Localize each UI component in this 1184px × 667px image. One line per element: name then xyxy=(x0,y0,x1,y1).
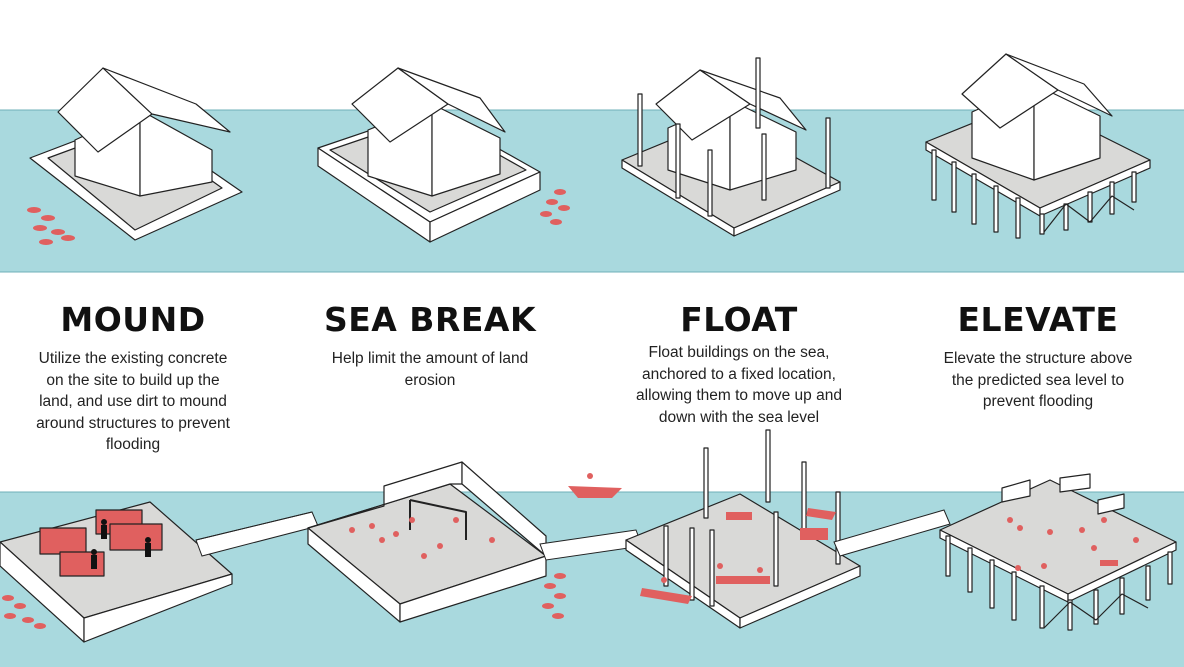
strategy-float: FLOAT Float buildings on the sea, anchor… xyxy=(609,300,869,428)
strategy-title: FLOAT xyxy=(680,300,798,339)
sea-break-house xyxy=(317,67,541,243)
strategy-title: ELEVATE xyxy=(957,300,1119,339)
mound-platform xyxy=(0,501,233,643)
fish-school-left xyxy=(27,207,75,245)
strategy-description: Elevate the structure above the predicte… xyxy=(943,350,1133,410)
strategy-title: MOUND xyxy=(60,300,206,339)
rowboat xyxy=(568,473,622,498)
fish-school-right xyxy=(540,189,570,225)
sea-break-platform xyxy=(307,461,547,623)
strategy-mound: MOUND Utilize the existing concrete on t… xyxy=(3,300,263,456)
elevate-house xyxy=(925,53,1151,239)
strategy-title: SEA BREAK xyxy=(323,300,537,339)
mound-house xyxy=(29,67,243,241)
mound-people xyxy=(91,519,151,569)
float-activities xyxy=(640,508,836,604)
strategy-description: Help limit the amount of land erosion xyxy=(331,350,529,389)
strategy-sea-break: SEA BREAK Help limit the amount of land … xyxy=(300,300,560,391)
strategy-description: Float buildings on the sea, anchored to … xyxy=(636,344,842,426)
strategy-description: Utilize the existing concrete on the sit… xyxy=(36,350,230,453)
float-platform xyxy=(625,429,861,629)
strategy-elevate: ELEVATE Elevate the structure above the … xyxy=(908,300,1168,413)
float-house xyxy=(621,57,841,237)
elevate-people xyxy=(1007,517,1139,571)
bridge-3 xyxy=(833,509,951,557)
fish-school-bottom-left xyxy=(2,595,46,629)
sea-break-people xyxy=(349,517,495,559)
fish-school-bottom-middle xyxy=(542,573,566,619)
